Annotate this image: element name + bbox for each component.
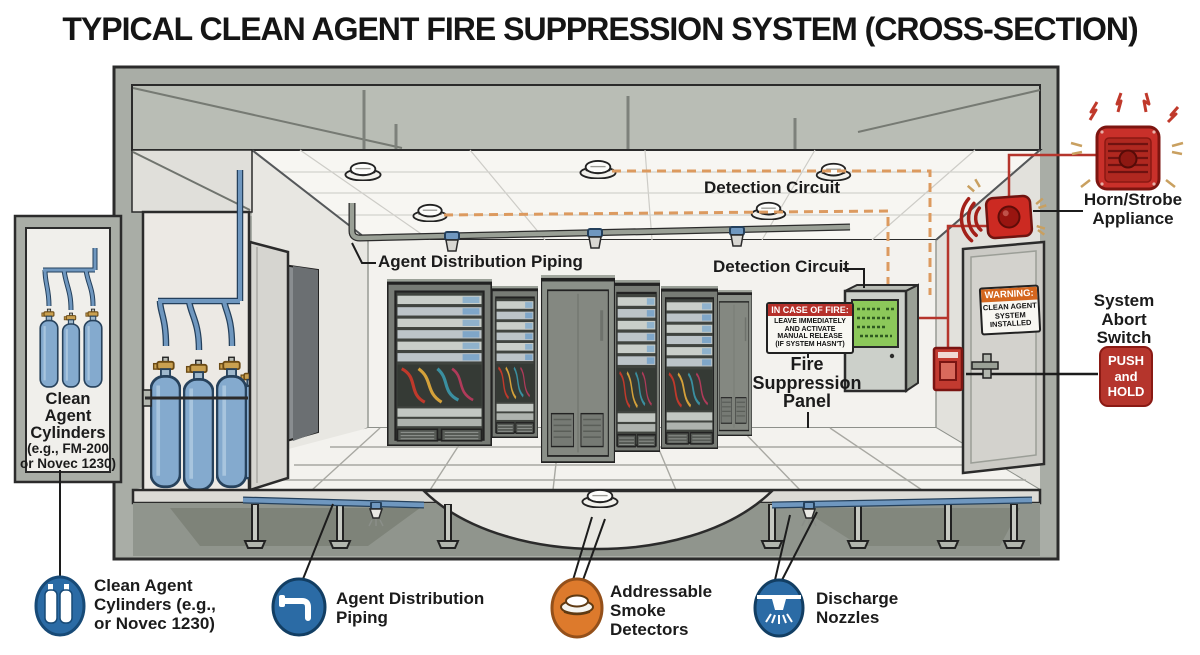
door-handle bbox=[971, 353, 999, 379]
server-rack bbox=[613, 280, 660, 452]
hanger-rods bbox=[362, 90, 797, 149]
label-detection-circuit-upper: Detection Circuit bbox=[704, 178, 841, 197]
horn-strobe-interior bbox=[959, 178, 1047, 243]
warning-sign: WARNING: CLEAN AGENT SYSTEM INSTALLED bbox=[978, 284, 1042, 336]
discharge-nozzle bbox=[729, 226, 745, 247]
leader-lines bbox=[59, 210, 1083, 581]
ceiling-plenum bbox=[131, 84, 1041, 151]
label-detection-circuit-lower: Detection Circuit bbox=[713, 257, 850, 276]
cylinders-icon bbox=[34, 575, 86, 637]
manual-pull-station bbox=[932, 346, 964, 392]
discharge-nozzle-icon bbox=[753, 578, 805, 638]
agent-distribution-piping bbox=[348, 203, 851, 252]
server-rack bbox=[387, 279, 492, 446]
flash-bolts-tan bbox=[1070, 141, 1184, 188]
underfloor-plenum bbox=[131, 488, 1042, 556]
server-rack bbox=[541, 275, 615, 463]
legend-icons bbox=[34, 575, 805, 639]
floor-cutaway bbox=[420, 489, 776, 551]
detection-circuit-wiring bbox=[443, 169, 932, 295]
smoke-detector-icon bbox=[550, 577, 604, 639]
server-racks bbox=[387, 275, 752, 463]
server-rack bbox=[661, 286, 718, 449]
label-horn-strobe-appliance: Horn/Strobe Appliance bbox=[1083, 190, 1183, 228]
legend-label-cylinders: Clean Agent Cylinders (e.g., or Novec 12… bbox=[94, 576, 216, 634]
flash-bolts bbox=[1088, 92, 1180, 124]
fire-suppression-panel bbox=[843, 283, 919, 393]
abort-switch-button: PUSH and HOLD bbox=[1099, 346, 1153, 407]
sign-body: CLEAN AGENT SYSTEM INSTALLED bbox=[982, 300, 1037, 330]
diagram-title: TYPICAL CLEAN AGENT FIRE SUPPRESSION SYS… bbox=[62, 11, 1138, 47]
sparkles bbox=[966, 178, 1047, 236]
panel-screen bbox=[851, 299, 899, 348]
underfloor-piping bbox=[242, 496, 1033, 509]
discharge-nozzle bbox=[444, 231, 460, 252]
exit-door bbox=[961, 240, 1046, 475]
label-fire-suppression-panel: Fire Suppression Panel bbox=[752, 354, 862, 412]
discharge-nozzle bbox=[368, 502, 384, 527]
sound-waves bbox=[959, 197, 983, 243]
server-rack bbox=[492, 286, 538, 438]
label-agent-distribution-piping: Agent Distribution Piping bbox=[378, 252, 583, 271]
in-case-of-fire-sign: IN CASE OF FIRE: LEAVE IMMEDIATELY AND A… bbox=[766, 302, 854, 354]
horn-strobe-exterior bbox=[1070, 92, 1184, 191]
legend-label-piping: Agent Distribution Piping bbox=[336, 589, 485, 628]
discharge-nozzle bbox=[587, 228, 603, 249]
piping-icon bbox=[271, 577, 327, 637]
legend-label-smoke-detectors: Addressable Smoke Detectors bbox=[610, 582, 713, 640]
server-rack bbox=[716, 290, 752, 436]
manifold-piping bbox=[156, 170, 244, 351]
cylinder-closet bbox=[131, 149, 290, 494]
legend-label-discharge-nozzles: Discharge Nozzles bbox=[816, 589, 899, 628]
cabinet-title: Clean Agent Cylinders bbox=[30, 390, 106, 442]
sign-body: LEAVE IMMEDIATELY AND ACTIVATE MANUAL RE… bbox=[774, 318, 846, 349]
mini-manifold-piping bbox=[42, 248, 98, 311]
cabinet-subtitle: (e.g., FM-200 or Novec 1230) bbox=[19, 441, 117, 471]
closet-door-open bbox=[248, 240, 290, 492]
sign-header: IN CASE OF FIRE: bbox=[768, 304, 852, 316]
alarm-wiring bbox=[912, 153, 1098, 348]
label-system-abort-switch: System Abort Switch bbox=[1093, 291, 1155, 348]
cylinder-cabinet-inset bbox=[13, 214, 123, 484]
discharge-nozzle bbox=[801, 502, 817, 527]
